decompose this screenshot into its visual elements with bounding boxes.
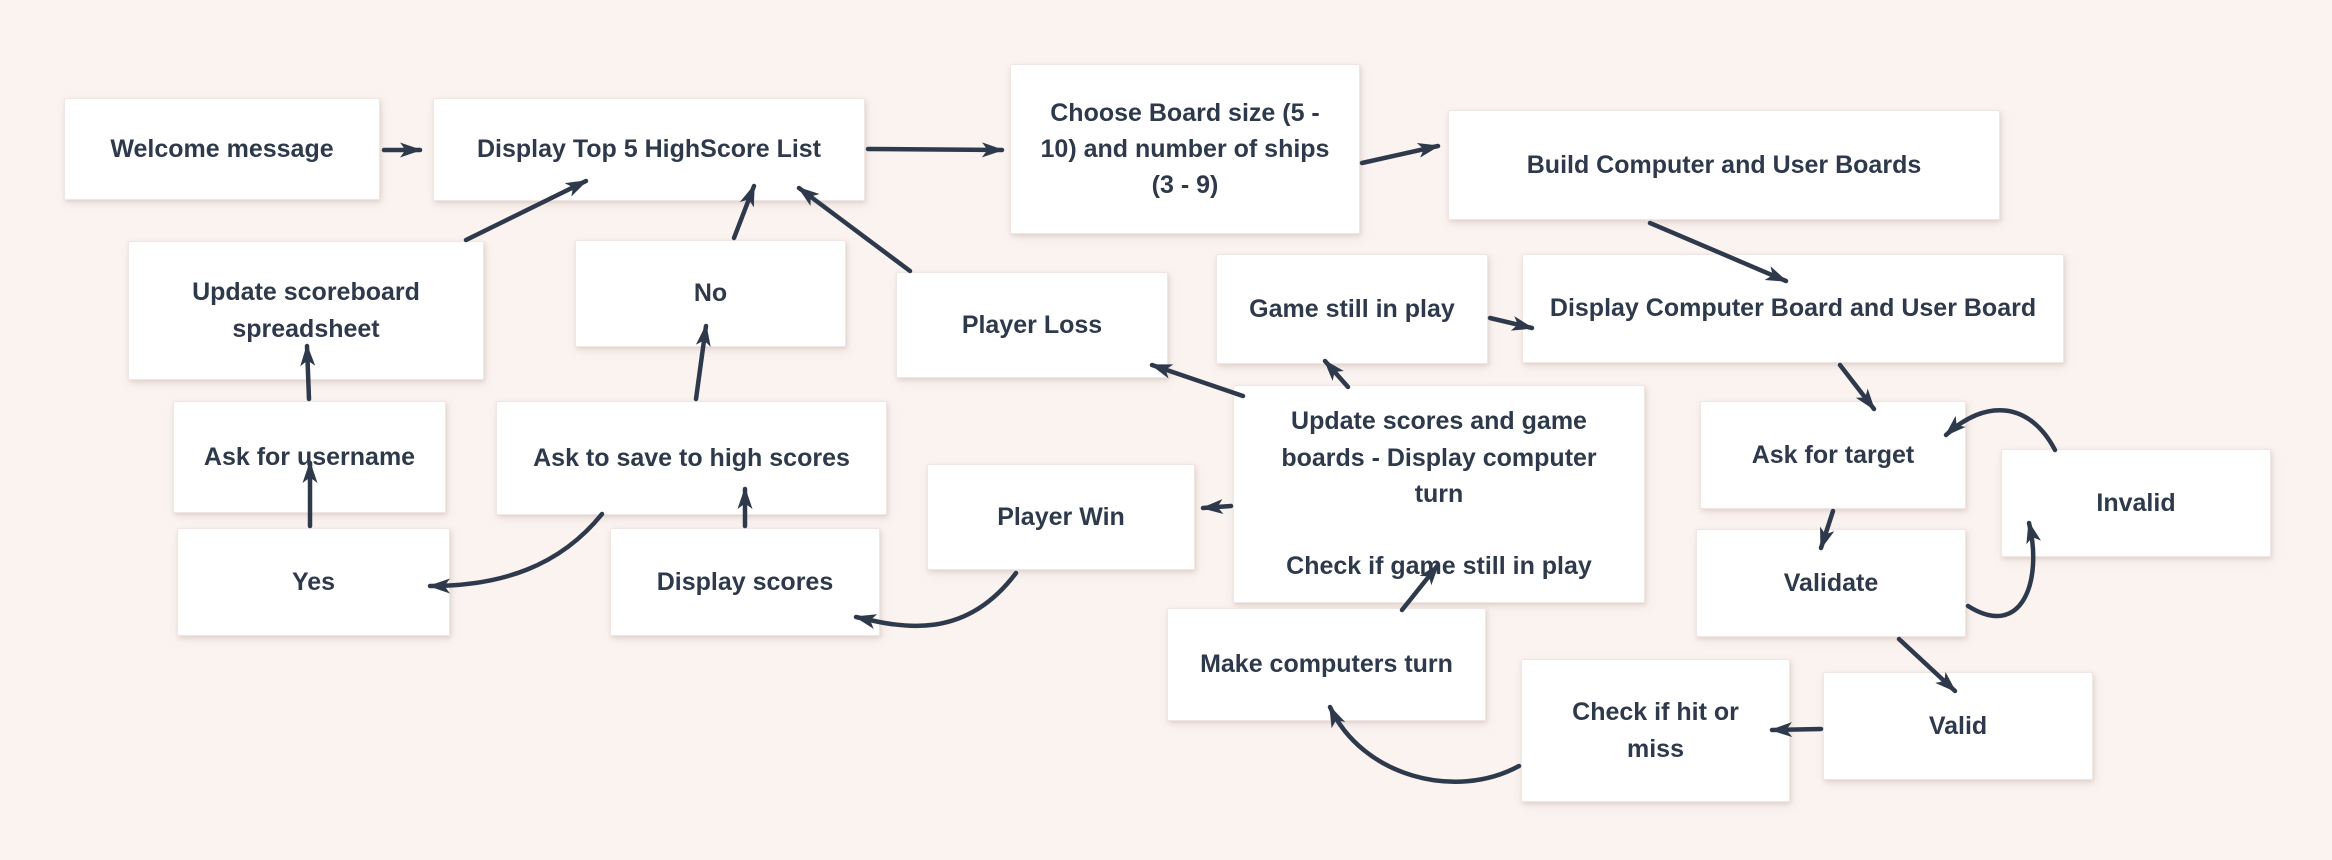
node-label-invalid: Invalid [2096, 488, 2176, 517]
node-label-display-boards: Display Computer Board and User Board [1549, 294, 2037, 323]
flow-node-display-boards[interactable]: Display Computer Board and User Board [1522, 254, 2064, 363]
node-label-player-win: Player Win [997, 502, 1125, 531]
flow-node-update-scores[interactable]: Update scores and game boards - Display … [1233, 385, 1645, 603]
flow-node-player-loss[interactable]: Player Loss [896, 272, 1168, 378]
node-label-make-computers: Make computers turn [1200, 650, 1453, 679]
flow-node-welcome[interactable]: Welcome message [64, 98, 380, 200]
node-label-choose-board: Choose Board size (5 - 10) and number of… [1040, 98, 1330, 200]
flow-node-ask-target[interactable]: Ask for target [1700, 401, 1966, 509]
node-label-ask-target: Ask for target [1751, 440, 1915, 469]
node-label-welcome: Welcome message [110, 134, 334, 163]
node-label-update-scores: Update scores and game boards - Display … [1281, 407, 1597, 581]
flow-node-choose-board[interactable]: Choose Board size (5 - 10) and number of… [1010, 64, 1360, 234]
flow-node-no[interactable]: No [575, 240, 846, 347]
flow-node-validate[interactable]: Validate [1696, 529, 1966, 637]
node-label-check-hit: Check if hit or miss [1572, 698, 1739, 763]
node-label-player-loss: Player Loss [961, 310, 1103, 339]
node-label-no: No [693, 279, 728, 308]
node-label-display-top5: Display Top 5 HighScore List [476, 135, 822, 164]
flow-node-display-top5[interactable]: Display Top 5 HighScore List [433, 98, 865, 201]
flow-node-update-scoreboard[interactable]: Update scoreboard spreadsheet [128, 241, 484, 380]
flow-node-ask-username[interactable]: Ask for username [173, 401, 446, 513]
node-label-update-scoreboard: Update scoreboard spreadsheet [192, 278, 420, 343]
node-label-validate: Validate [1783, 568, 1879, 597]
node-label-build-boards: Build Computer and User Boards [1526, 150, 1922, 179]
node-label-yes: Yes [291, 567, 336, 596]
flow-node-valid[interactable]: Valid [1823, 672, 2093, 780]
flow-node-game-still[interactable]: Game still in play [1216, 254, 1488, 364]
node-label-display-scores: Display scores [656, 567, 834, 596]
flow-node-display-scores[interactable]: Display scores [610, 528, 880, 636]
node-label-ask-username: Ask for username [203, 442, 416, 471]
flow-node-invalid[interactable]: Invalid [2001, 449, 2271, 557]
node-label-game-still: Game still in play [1249, 294, 1455, 323]
flow-node-check-hit[interactable]: Check if hit or miss [1521, 659, 1790, 802]
flow-node-make-computers[interactable]: Make computers turn [1167, 608, 1486, 721]
node-label-ask-save: Ask to save to high scores [533, 443, 850, 472]
flow-node-build-boards[interactable]: Build Computer and User Boards [1448, 110, 2000, 220]
flow-node-player-win[interactable]: Player Win [927, 464, 1195, 570]
flow-node-ask-save[interactable]: Ask to save to high scores [496, 401, 887, 515]
flow-node-yes[interactable]: Yes [177, 528, 450, 636]
node-label-valid: Valid [1928, 711, 1988, 740]
